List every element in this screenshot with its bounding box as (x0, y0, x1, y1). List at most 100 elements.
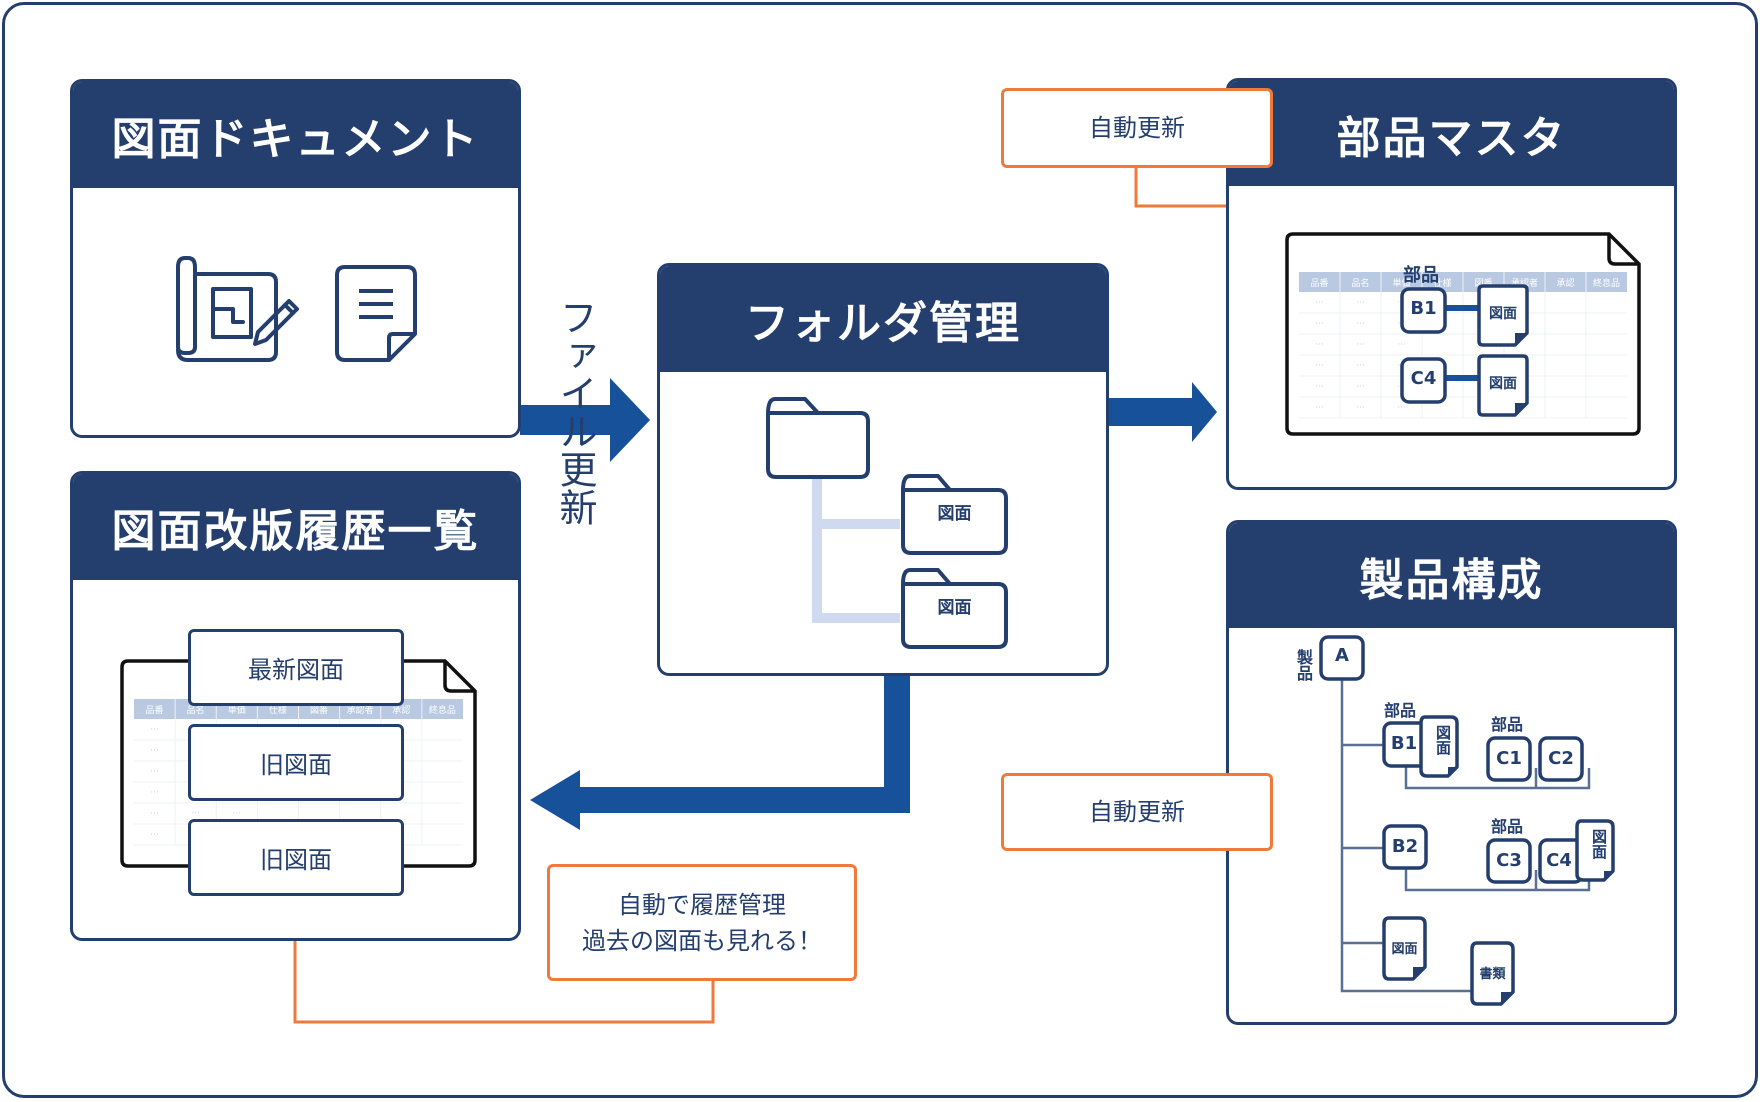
old-drawing-card: 旧図面 (188, 724, 404, 801)
table-cell: ··· (150, 725, 159, 735)
subfolder-label: 図面 (937, 598, 972, 618)
table-cell: ··· (1356, 382, 1365, 392)
arrow-file-update (520, 378, 650, 462)
table-cell: ··· (1315, 298, 1324, 308)
parts-label: 部品 (1384, 701, 1417, 720)
panel-title: 図面ドキュメント (73, 82, 518, 188)
panel-drawing-documents: 図面ドキュメント (70, 79, 521, 438)
doc-vertical-label: 図面 (1590, 829, 1608, 859)
table-header-cell: 品番 (1310, 277, 1328, 289)
subfolder-icon (901, 474, 1008, 555)
table-cell: ··· (1356, 361, 1365, 371)
product-label: 製品 (1294, 649, 1313, 681)
latest-drawing-card: 最新図面 (188, 629, 404, 706)
folder-tree (766, 397, 1008, 649)
arrow-to-revision-history (530, 675, 910, 830)
table-cell: ··· (150, 809, 159, 819)
documents-label: 書類 (1479, 967, 1506, 982)
file-update-label: ファイル更新 (553, 298, 597, 526)
table-header-cell: 仕様 (1433, 277, 1451, 289)
table-cell: ··· (150, 746, 159, 756)
product-node-a (1319, 635, 1365, 681)
product-a-label: A (1335, 645, 1349, 666)
connector-history (293, 940, 715, 1024)
part-node-c3 (1486, 838, 1532, 884)
doc-label: 図面 (1489, 306, 1517, 322)
doc-icon (1477, 354, 1529, 417)
table-cell: ··· (1315, 382, 1324, 392)
parts-table-sheet: 品番品名単価仕様図番承認者承認終息品······················… (1285, 232, 1641, 436)
doc-icon (1477, 284, 1529, 347)
table-cell: ··· (1315, 403, 1324, 413)
table-cell: ··· (150, 830, 159, 840)
c4-label: C4 (1546, 850, 1572, 871)
subfolder-icon (901, 568, 1008, 649)
panel-product-structure: 製品構成 製品 A 部品 部品 部品 B1 C1 C2 B2 C3 C4 図面 (1226, 520, 1677, 1025)
table-header-cell: 品名 (1351, 277, 1369, 289)
panel-parts-master: 部品マスタ 品番品名単価仕様図番承認者承認終息品················… (1226, 78, 1677, 490)
parts-label: 部品 (1491, 715, 1524, 734)
panel-title: 製品構成 (1229, 523, 1674, 628)
b2-label: B2 (1391, 836, 1419, 857)
c1-label: C1 (1496, 748, 1522, 769)
table-header-cell: 終息品 (429, 704, 456, 716)
table-cell: ··· (1315, 340, 1324, 350)
table-cell: ··· (150, 788, 159, 798)
table-cell: ··· (1397, 340, 1406, 350)
part-node-c2 (1538, 736, 1584, 782)
table-cell: ··· (1356, 340, 1365, 350)
c3-label: C3 (1496, 850, 1522, 871)
panel-title: フォルダ管理 (660, 266, 1106, 372)
panel-folder-management: フォルダ管理 図面 図面 (657, 263, 1109, 676)
part-doc-links (1400, 284, 1529, 417)
table-header-cell: 図番 (310, 704, 328, 716)
table-header-cell: 承認 (392, 704, 410, 716)
panel-title: 部品マスタ (1229, 81, 1674, 186)
drawing-doc-icon (1382, 916, 1427, 981)
callout-auto-update-bottom: 自動更新 (1001, 773, 1273, 851)
root-folder-icon (766, 397, 870, 479)
part-c4-label: C4 (1410, 368, 1437, 389)
table-header-cell: 承認 (1556, 277, 1574, 289)
b1-label: B1 (1390, 733, 1418, 754)
parts-label: 部品 (1403, 265, 1439, 286)
doc-icon (1419, 715, 1459, 778)
table-header-cell: 仕様 (269, 704, 287, 716)
table-cell: ··· (1397, 403, 1406, 413)
table-header-cell: 承認者 (347, 704, 374, 716)
blueprint-pencil-icon (176, 256, 299, 362)
part-node-b2 (1382, 824, 1428, 870)
callout-history: 自動で履歴管理 過去の図面も見れる！ (547, 864, 857, 981)
document-icon (335, 265, 417, 362)
table-header-cell: 単価 (228, 704, 246, 716)
table-cell: ··· (150, 767, 159, 777)
doc-vertical-label: 図面 (1434, 725, 1452, 755)
callout-history-line1: 自動で履歴管理 (618, 890, 786, 919)
table-header-cell: 品番 (146, 704, 164, 716)
part-node-c4 (1400, 357, 1447, 404)
c2-label: C2 (1548, 748, 1574, 769)
subfolder-label: 図面 (937, 504, 972, 524)
part-node-b1 (1400, 287, 1447, 334)
table-cell: ··· (1315, 319, 1324, 329)
table-cell: ··· (1356, 298, 1365, 308)
arrow-to-parts-master (1108, 382, 1217, 442)
table-cell: ··· (191, 809, 200, 819)
documents-icon (1470, 941, 1515, 1006)
table-cell: ··· (1315, 361, 1324, 371)
part-b1-label: B1 (1410, 298, 1437, 319)
table-cell: ··· (1356, 403, 1365, 413)
doc-icon (1575, 819, 1615, 882)
table-header-cell: 品名 (187, 704, 205, 716)
panel-title: 図面改版履歴一覧 (73, 474, 518, 580)
table-header-cell: 単価 (1392, 277, 1410, 289)
product-tree (1319, 635, 1615, 1006)
callout-history-line2: 過去の図面も見れる！ (582, 926, 822, 955)
table-cell: ··· (1356, 319, 1365, 329)
table-cell: ··· (233, 809, 242, 819)
old-drawing-card: 旧図面 (188, 819, 404, 896)
part-node-c1 (1486, 736, 1532, 782)
doc-label: 図面 (1489, 376, 1517, 392)
callout-auto-update-top: 自動更新 (1001, 88, 1273, 168)
